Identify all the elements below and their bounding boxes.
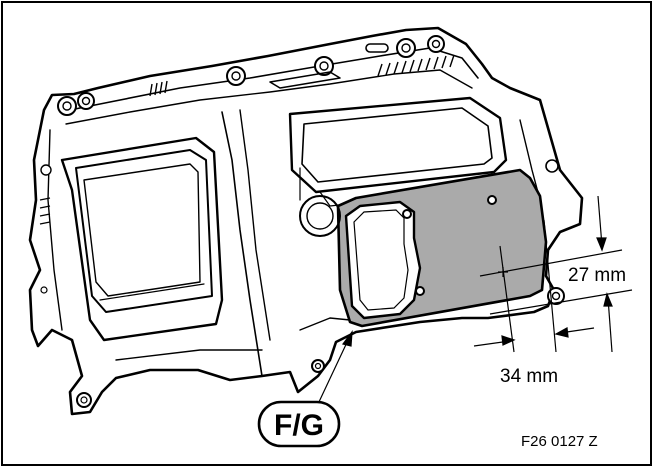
left-opening xyxy=(60,136,224,342)
figure-code: F26 0127 Z xyxy=(521,433,598,450)
callout-fg: F/G xyxy=(257,400,341,448)
dimension-27mm-label: 27 mm xyxy=(568,265,626,286)
mounting-bosses xyxy=(40,35,565,408)
dimension-34mm-label: 34 mm xyxy=(500,366,558,387)
callout-leader xyxy=(317,330,353,405)
cover-panel xyxy=(336,168,548,328)
top-slot xyxy=(269,71,341,89)
dimension-lines xyxy=(473,195,633,353)
callout-fg-label: F/G xyxy=(274,409,324,442)
round-boss xyxy=(299,195,341,237)
ribs xyxy=(39,54,455,225)
